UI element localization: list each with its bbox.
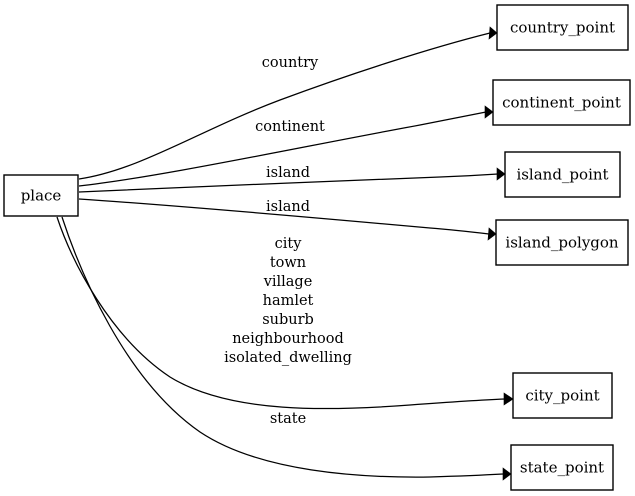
edge-place-island_polygon	[78, 198, 497, 241]
edge-label-line: suburb	[262, 312, 314, 328]
node-label-country_point: country_point	[510, 19, 615, 37]
node-island_polygon[interactable]: island_polygon	[495, 219, 629, 266]
edge-label-line: state	[270, 411, 306, 427]
edge-label-place-to-island_polygon: island	[266, 199, 310, 215]
edge-line-place-to-island_point	[78, 173, 499, 193]
edge-line-place-to-island_polygon	[78, 198, 490, 235]
edge-label-place-to-city_point: city town village hamlet suburb neighbourhood…	[224, 236, 352, 366]
edge-label-line: hamlet	[263, 293, 314, 309]
edge-place-island_point	[78, 167, 506, 193]
node-label-island_polygon: island_polygon	[505, 234, 619, 252]
arrowhead-icon-island_point	[496, 167, 506, 181]
node-label-island_point: island_point	[516, 166, 608, 184]
node-box-city_point	[512, 372, 613, 419]
arrowhead-icon-city_point	[503, 392, 514, 406]
arrowhead-icon-continent_point	[484, 105, 494, 119]
edge-label-line: island	[266, 165, 310, 181]
arrowhead-icon-island_polygon	[487, 227, 497, 241]
edges-layer	[56, 26, 514, 481]
edge-label-line: village	[263, 274, 313, 290]
edge-label-place-to-country_point: country	[262, 55, 319, 71]
edge-line-place-to-continent_point	[78, 111, 487, 187]
edge-label-line: neighbourhood	[232, 331, 344, 347]
node-box-continent_point	[492, 79, 631, 126]
node-box-place	[3, 174, 79, 217]
node-place[interactable]: place	[3, 174, 79, 217]
edge-label-line: continent	[255, 119, 325, 135]
node-continent_point[interactable]: continent_point	[492, 79, 631, 126]
node-label-place: place	[21, 187, 62, 205]
node-island_point[interactable]: island_point	[504, 151, 621, 198]
edge-place-continent_point	[78, 105, 494, 187]
node-state_point[interactable]: state_point	[510, 444, 614, 491]
node-box-country_point	[496, 4, 629, 51]
edge-labels-layer: country continent island island city town vill…	[224, 55, 352, 427]
arrowhead-icon-country_point	[488, 26, 498, 40]
node-box-island_polygon	[495, 219, 629, 266]
edge-label-place-to-continent_point: continent	[255, 119, 325, 135]
edge-label-place-to-state_point: state	[270, 411, 306, 427]
node-city_point[interactable]: city_point	[512, 372, 613, 419]
node-box-island_point	[504, 151, 621, 198]
edge-label-line: town	[270, 255, 306, 271]
node-label-continent_point: continent_point	[502, 94, 621, 112]
node-country_point[interactable]: country_point	[496, 4, 629, 51]
node-box-state_point	[510, 444, 614, 491]
nodes-layer: place country_point continent_point island_…	[3, 4, 631, 491]
edge-label-line: isolated_dwelling	[224, 350, 352, 366]
edge-label-place-to-island_point: island	[266, 165, 310, 181]
edge-line-place-to-country_point	[78, 32, 491, 180]
edge-label-line: country	[262, 55, 319, 71]
edge-label-line: city	[275, 236, 303, 252]
node-label-state_point: state_point	[520, 459, 604, 477]
edge-place-country_point	[78, 26, 498, 180]
arrowhead-icon-state_point	[502, 467, 512, 481]
node-label-city_point: city_point	[525, 387, 599, 405]
edge-label-line: island	[266, 199, 310, 215]
edge-line-place-to-state_point	[61, 216, 504, 478]
edge-place-state_point	[61, 216, 512, 481]
